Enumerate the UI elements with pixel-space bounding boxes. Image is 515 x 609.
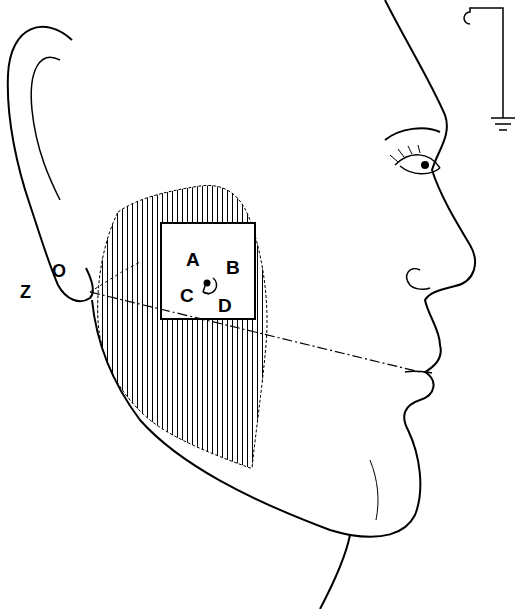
hatched-region xyxy=(98,185,267,468)
quadrant-letter: B xyxy=(226,258,240,277)
nose-wing xyxy=(407,269,430,290)
eyebrow xyxy=(385,128,440,140)
ear-outline xyxy=(8,27,93,301)
quadrant-letter: C xyxy=(180,286,194,305)
lips-line xyxy=(405,371,432,373)
quadrant-box: A B C D xyxy=(160,222,256,320)
curved-arrow xyxy=(203,278,217,294)
quadrant-letter: A xyxy=(186,250,200,269)
electrode-wire xyxy=(464,8,503,118)
eye xyxy=(395,155,440,174)
arrow-head xyxy=(203,286,209,294)
point-label: Z xyxy=(20,283,31,301)
reference-line xyxy=(90,292,420,372)
jaw-line xyxy=(92,300,350,535)
ground-symbol xyxy=(491,118,515,130)
quadrant-letter: D xyxy=(218,296,232,315)
point-label: O xyxy=(52,262,66,280)
reference-line xyxy=(90,262,140,292)
chin-crease xyxy=(370,460,378,520)
eye-pupil xyxy=(421,161,429,169)
center-dot xyxy=(204,280,211,287)
face-profile xyxy=(320,0,475,609)
ear-inner xyxy=(31,57,60,200)
eyelashes xyxy=(390,145,420,162)
